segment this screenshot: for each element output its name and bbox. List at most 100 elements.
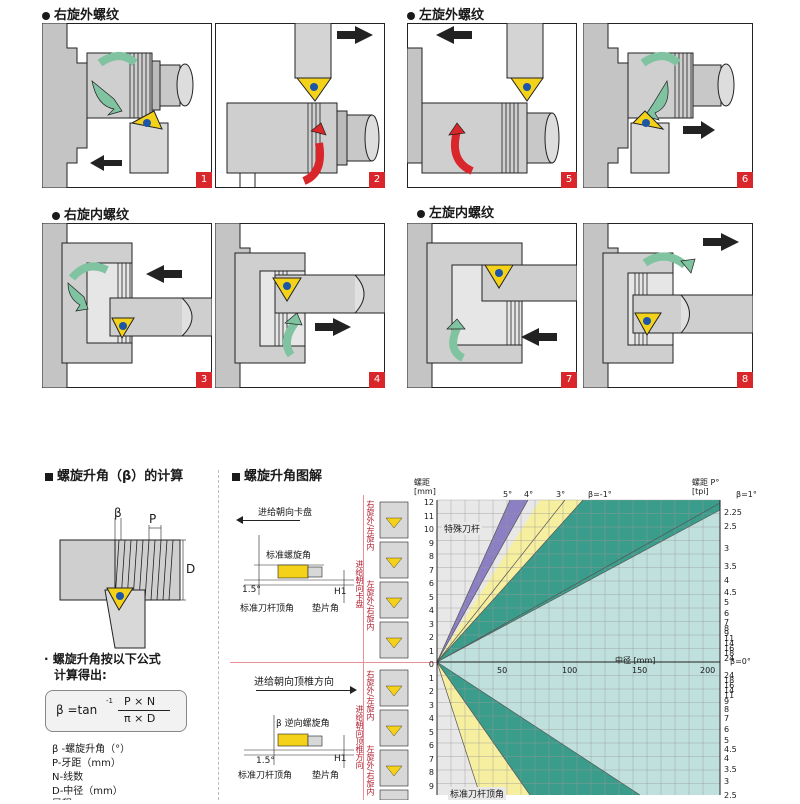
mm-tick: 11: [423, 511, 434, 521]
tpi-tick: 24: [724, 671, 735, 680]
tpi-tick: 14: [724, 686, 735, 695]
formula-numerator: P × N: [124, 695, 156, 708]
tpi-tick: 7: [724, 714, 730, 723]
h1-label: H1: [334, 587, 347, 597]
x-tick: 100: [562, 666, 578, 675]
tpi-tick: 8: [724, 705, 730, 714]
std-setup-figure: [234, 525, 359, 615]
std-shank-label: 标准刀杆顶角: [240, 604, 295, 614]
bullet-icon: [417, 209, 425, 218]
insert-thumbnails: [378, 500, 410, 801]
legend-beta: β -螺旋升角（°）: [52, 744, 131, 755]
legend-lead: 导程=P×N: [52, 795, 102, 800]
mm-tick: 10: [423, 525, 434, 534]
title-left-internal: 左旋内螺纹: [417, 202, 494, 221]
mm-tick: 9: [428, 538, 434, 548]
angle-label: 1.5°: [242, 585, 261, 595]
tpi-tick: 6: [724, 609, 730, 618]
beta-label: β: [114, 506, 122, 520]
formula-lhs: β =tan: [56, 703, 98, 717]
std-helix-label: 标准螺旋角: [266, 551, 312, 561]
panel-1: 1: [42, 23, 212, 188]
beta-1-label: β=1°: [736, 490, 757, 499]
bullet-icon: [407, 11, 415, 20]
panel-number: 2: [369, 172, 385, 188]
title-helix-calc: 螺旋升角（β）的计算: [45, 465, 183, 484]
tpi-tick: 2.5: [724, 791, 737, 800]
pitch-axis-label: 螺距[mm]: [414, 478, 436, 496]
zone-light-teal-bottom: [437, 662, 720, 795]
helix-angle-chart: [436, 499, 721, 796]
tpi-tick: 3.5: [724, 765, 737, 774]
mm-tick: 0: [428, 660, 434, 669]
beta-0-label: β=0°: [730, 657, 751, 666]
panel-number: 4: [369, 372, 385, 388]
title-helix-diagram: 螺旋升角图解: [232, 465, 322, 484]
neg-setup-figure: [234, 710, 359, 780]
std-shank-label-2: 标准刀杆顶角: [238, 771, 293, 781]
legend-pitch: P-牙距（mm）: [52, 758, 121, 769]
mm-tick: 1: [428, 673, 434, 683]
vlabel-top-1: 进给朝向卡盘: [355, 560, 364, 608]
tpi-axis-label-2: [tpi]: [692, 487, 709, 496]
vlabel-bot-3: 左旋外/右旋内: [366, 745, 375, 796]
tpi-tick: 5: [724, 736, 730, 745]
angle-label-2: 1.5°: [256, 756, 275, 766]
bullet-icon: [42, 11, 50, 20]
feed-chuck-label: 进给朝向卡盘: [258, 508, 313, 518]
x-tick: 150: [632, 666, 648, 675]
tpi-tick: 3: [724, 544, 730, 553]
std-shank-zone-label: 标准刀杆顶角: [448, 787, 507, 800]
pitch-axis-label-1: 螺距: [414, 478, 430, 487]
formula-intro-2: 计算得出:: [54, 668, 107, 682]
tpi-tick: 5: [724, 598, 730, 607]
x-tick: 200: [700, 666, 716, 675]
mm-tick: 7: [428, 565, 434, 575]
panel-5: 5: [407, 23, 577, 188]
formula-fraction-bar: [118, 710, 170, 711]
mm-tick: 2: [428, 633, 434, 642]
tpi-tick: 4.5: [724, 588, 737, 597]
tpi-tick: 11: [724, 634, 735, 643]
panel-number: 1: [196, 172, 212, 188]
arrow-right-icon: [350, 686, 357, 694]
panel-2: 2: [215, 23, 385, 188]
tpi-axis-label: 螺距 P°[tpi]: [692, 478, 719, 496]
tpi-tick: 3: [724, 777, 730, 786]
angle-4-label: 4°: [524, 490, 534, 499]
bullet-square-icon: [232, 472, 240, 481]
feed-chuck-arrow: [240, 520, 300, 521]
tpi-tick: 7: [724, 618, 730, 627]
tpi-tick: 11: [724, 691, 735, 700]
arrow-left-icon: [236, 516, 243, 524]
mm-tick: 3: [428, 619, 434, 629]
helix-calc-figure: [45, 500, 195, 650]
panel-number: 8: [737, 372, 753, 388]
mm-tick: 8: [428, 552, 434, 561]
h1-label-2: H1: [334, 754, 347, 764]
vlabel-bot-2: 右旋外/左旋内: [366, 670, 375, 721]
vlabel-top-2: 右旋外/左旋内: [366, 500, 375, 551]
panel-number: 5: [561, 172, 577, 188]
vlabel-top-3: 左旋外/右旋内: [366, 580, 375, 631]
mm-tick: 3: [428, 700, 434, 710]
p-label: P: [149, 512, 157, 526]
special-shank-label: 特殊刀杆: [442, 522, 483, 535]
title-right-internal: 右旋内螺纹: [52, 204, 129, 223]
tpi-tick: 16: [724, 644, 735, 653]
beta-neg1-label: β=-1°: [588, 490, 612, 499]
tpi-tick: 9: [724, 629, 730, 638]
mm-tick: 2: [428, 687, 434, 696]
tpi-tick: 3.5: [724, 562, 737, 571]
tpi-axis-label-1: 螺距 P°: [692, 478, 720, 487]
formula-intro-1: · 螺旋升角按以下公式: [44, 652, 161, 666]
shim-label-2: 垫片角: [312, 771, 340, 781]
mm-ticks: 12 11 10 9 8 7 6 5 4 3 2 1 0 1 2 3 4 5 6…: [416, 496, 434, 793]
tpi-tick: 8: [724, 624, 730, 633]
title-left-external: 左旋外螺纹: [407, 4, 484, 23]
tpi-tick: 4: [724, 576, 730, 585]
bullet-icon: [52, 211, 60, 220]
legend-diameter: D-中径（mm）: [52, 786, 123, 797]
panel-4: 4: [215, 223, 385, 388]
shim-label: 垫片角: [312, 604, 340, 614]
